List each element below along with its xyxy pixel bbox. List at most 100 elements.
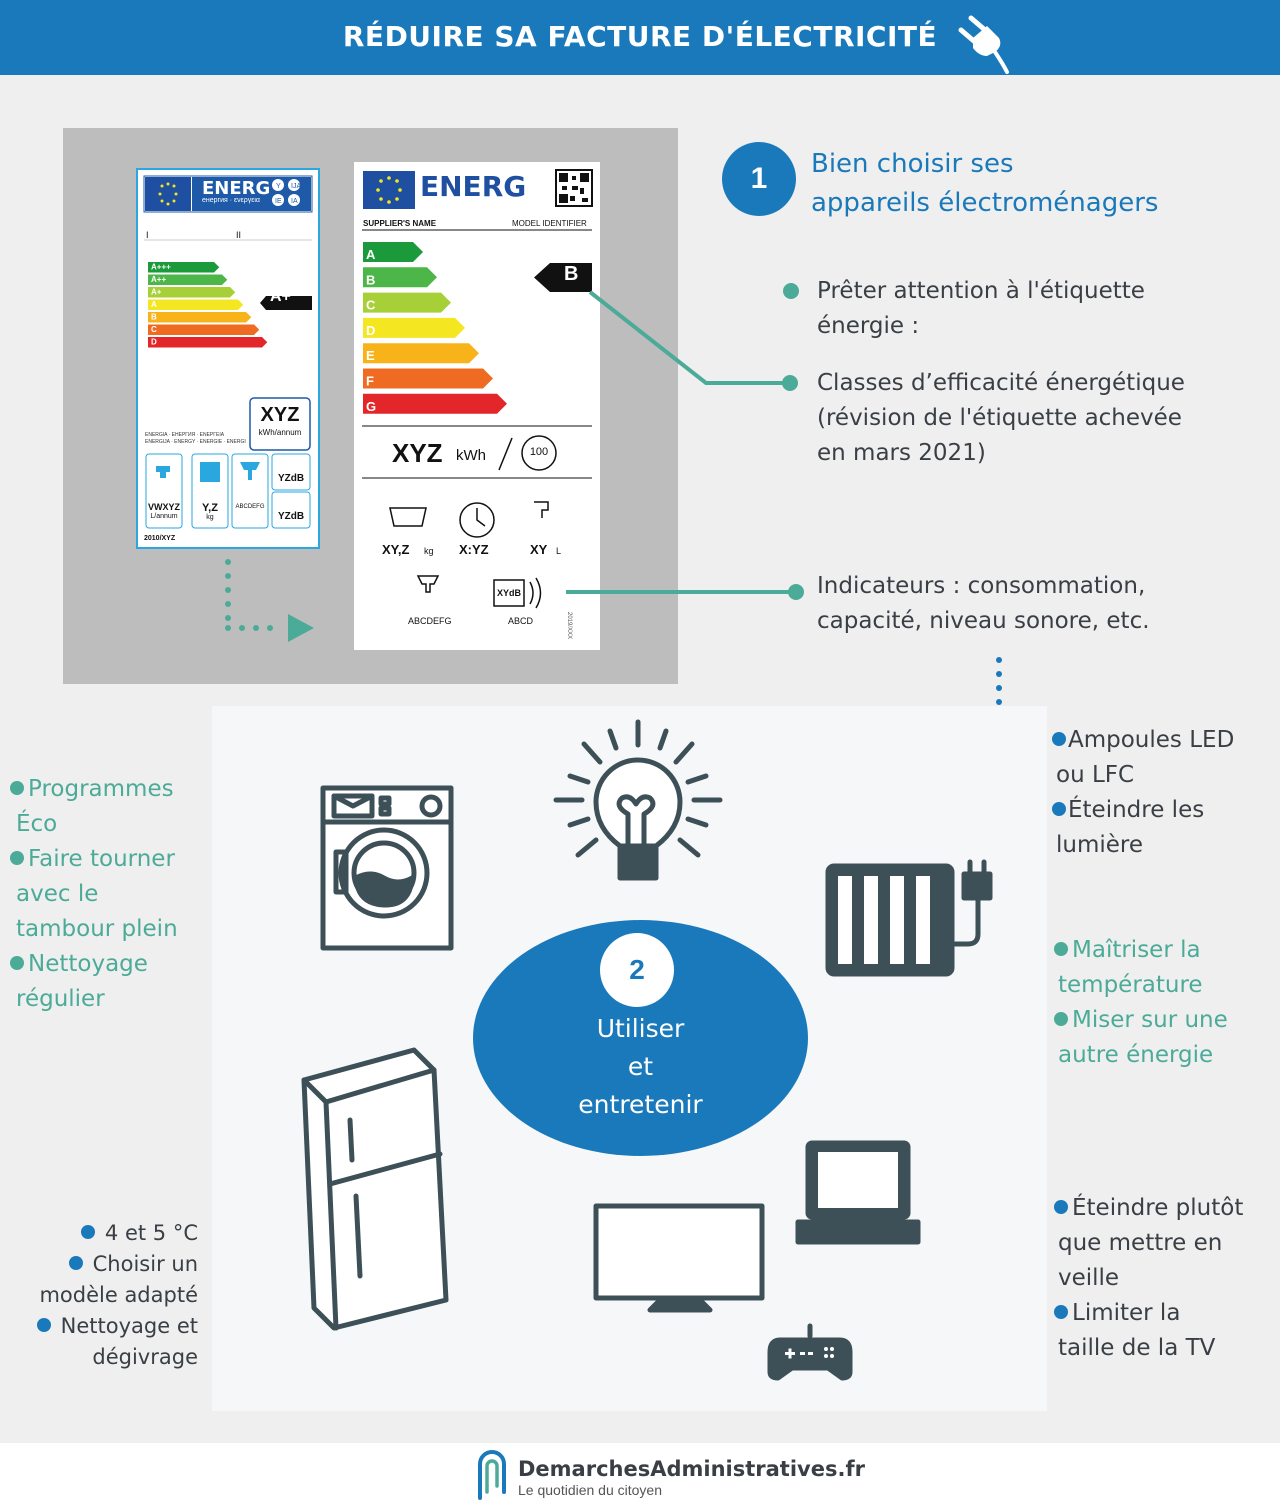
- svg-text:IE: IE: [275, 198, 282, 205]
- old-reg-text: 2010/XYZ: [144, 535, 176, 542]
- washer-tip-1: Programmes: [28, 776, 174, 802]
- washer-tips: Programmes Éco Faire tourner avec le tam…: [10, 772, 178, 1017]
- new-class-label: E: [366, 348, 375, 363]
- new-spin-class: ABCDEFG: [408, 616, 452, 626]
- step-1-badge: 1: [722, 142, 796, 216]
- radiator-icon: [825, 859, 993, 977]
- step-2-badge: 2: [600, 933, 674, 1007]
- brand-tagline: Le quotidien du citoyen: [518, 1482, 662, 1498]
- washer-tip-1-cont: Éco: [16, 811, 58, 837]
- basket-icon: [389, 507, 427, 527]
- new-energy-label-drawing: ABCDEFG: [362, 169, 593, 609]
- old-rating-arrow: [260, 296, 312, 310]
- new-rating-text: B: [564, 263, 579, 285]
- step-2-line-3: entretenir: [578, 1090, 703, 1119]
- old-energ-text: ENERG: [202, 178, 271, 199]
- bullet-2-line-1: Classes d’efficacité énergétique: [817, 370, 1185, 396]
- old-class-bar: [148, 312, 252, 323]
- old-noise-1: YZdB: [277, 473, 305, 484]
- old-class-label: A: [151, 300, 157, 309]
- washer-tip-2-cont-2: tambour plein: [16, 916, 178, 942]
- bullet-3-line-2: capacité, niveau sonore, etc.: [817, 608, 1150, 634]
- laptop-icon: [795, 1140, 921, 1245]
- tv-tip-1-cont-2: veille: [1058, 1265, 1120, 1291]
- old-class-label: A+: [151, 288, 162, 297]
- new-class-bar: [363, 343, 479, 364]
- new-tap-icon: [534, 501, 549, 518]
- bullet-2-line-2: (révision de l'étiquette achevée: [817, 405, 1182, 431]
- bullet-dot: [1052, 801, 1066, 816]
- heater-tips: Maîtriser la température Miser sur une a…: [1054, 933, 1228, 1073]
- tv-tip-2: Limiter la: [1072, 1300, 1181, 1326]
- old-class-bar: [148, 262, 220, 273]
- model-identifier: MODEL IDENTIFIER: [512, 219, 587, 228]
- old-class-bar: [148, 274, 228, 285]
- bullet-3-line-1: Indicateurs : consommation,: [817, 573, 1146, 599]
- cycles-icon: [521, 435, 557, 471]
- bullet-dot: [1054, 1304, 1068, 1319]
- bullet-dot: [10, 955, 24, 970]
- new-consumption-value: XYZ: [392, 438, 443, 468]
- new-class-bar: [363, 242, 423, 262]
- fridge-tip-3-cont: dégivrage: [92, 1345, 198, 1369]
- new-noise-value: XYdB: [497, 588, 522, 598]
- new-class-label: C: [366, 298, 376, 313]
- new-spin-icon: [416, 575, 440, 593]
- old-tap-icon: [156, 466, 170, 478]
- bullet-dot: [1054, 1011, 1068, 1026]
- fridge-tips: 4 et 5 °C Choisir un modèle adapté Netto…: [14, 1218, 198, 1373]
- old-capacity-unit: kg: [206, 514, 214, 521]
- speaker-icon: [493, 579, 525, 607]
- new-water-unit: L: [556, 546, 562, 556]
- washer-tip-3-cont: régulier: [16, 986, 105, 1012]
- step-1-bullet-1: Prêter attention à l'étiquette énergie :: [817, 274, 1145, 344]
- old-consumption-unit: kWh/annum: [258, 428, 302, 437]
- old-class-label: A+++: [151, 263, 171, 272]
- new-class-bar: [363, 292, 451, 313]
- bullet-dot: [1052, 731, 1066, 746]
- step-2-title: Utiliser et entretenir: [473, 1010, 808, 1124]
- bullet-dot: [36, 1318, 51, 1332]
- old-class-label: D: [151, 338, 157, 347]
- old-class-bar: [148, 337, 268, 348]
- svg-text:IA: IA: [291, 198, 298, 205]
- brand-name-link[interactable]: DemarchesAdministratives.fr: [518, 1457, 865, 1481]
- new-class-label: F: [366, 374, 374, 389]
- old-rating-text: A+: [270, 288, 291, 305]
- old-roman-1: I: [146, 230, 149, 240]
- bullet-2-line-3: en mars 2021): [817, 440, 986, 466]
- svg-text:Y: Y: [276, 183, 281, 190]
- step-1-title-line-1: Bien choisir ses: [811, 149, 1014, 179]
- cycles-value: 100: [529, 446, 549, 458]
- bullet-1-line-1: Prêter attention à l'étiquette: [817, 278, 1145, 304]
- new-capacity-unit: kg: [424, 546, 434, 556]
- old-footer-langs-2: ENERGIJA · ENERGY · ENERGIE · ENERGI: [145, 439, 246, 445]
- light-tip-2: Éteindre les: [1068, 797, 1205, 823]
- old-consumption-value: XYZ: [260, 404, 300, 426]
- step-1-bullet-3: Indicateurs : consommation, capacité, ni…: [817, 569, 1150, 639]
- step-1-bullet-2: Classes d’efficacité énergétique (révisi…: [817, 366, 1185, 471]
- old-noise-2: YZdB: [277, 511, 305, 522]
- old-spin-icon: [240, 462, 260, 480]
- old-icons-row: [145, 453, 311, 529]
- old-spin-class: ABCDEFG: [235, 504, 265, 510]
- old-water-value: VWXYZ: [147, 502, 180, 512]
- new-class-bar: [363, 317, 465, 338]
- new-class-bar: [363, 393, 507, 414]
- fridge-tip-2: Choisir un: [92, 1252, 198, 1276]
- plug-icon: [958, 15, 1009, 74]
- old-footer-langs-1: ENERGIA · ЕНЕРГИЯ · ΕΝΕΡΓΕΙΑ: [145, 432, 225, 438]
- new-class-bar: [363, 267, 437, 288]
- tv-icon: [593, 1203, 765, 1313]
- bullet-dot: [80, 1225, 95, 1239]
- brand-logo-icon[interactable]: [472, 1448, 512, 1502]
- bullet-dot: [1054, 941, 1068, 956]
- heater-tip-2-cont: autre énergie: [1058, 1042, 1214, 1068]
- svg-text:IJA: IJA: [291, 183, 301, 190]
- tv-tip-1-cont: que mettre en: [1058, 1230, 1223, 1256]
- old-class-bar: [148, 299, 244, 310]
- clock-icon: [459, 502, 495, 538]
- washer-tip-2: Faire tourner: [28, 846, 175, 872]
- dotted-arrow-right-icon: [225, 559, 314, 642]
